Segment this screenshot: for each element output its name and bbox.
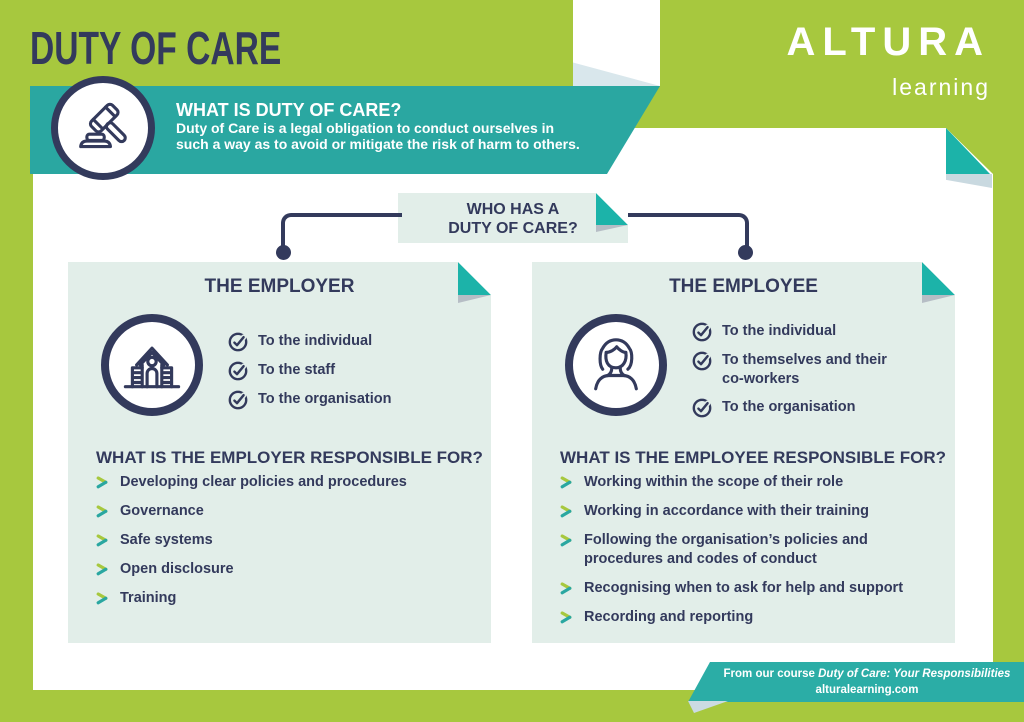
connector-dot-right <box>738 245 753 260</box>
chevron-bullet-icon <box>96 475 111 490</box>
employee-responsibility-list: Working within the scope of their role W… <box>560 473 936 627</box>
responsibility-item: Safe systems <box>96 531 407 550</box>
footer-course-line: From our course Duty of Care: Your Respo… <box>714 666 1020 682</box>
responsibility-label: Recording and reporting <box>584 609 754 625</box>
connector-left <box>281 213 402 253</box>
responsibility-label: Following the organisation’s policies an… <box>584 532 868 567</box>
duty-item: To the organisation <box>228 390 391 410</box>
intro-heading: WHAT IS DUTY OF CARE? <box>176 100 402 120</box>
employer-responsibility-list: Developing clear policies and procedures… <box>96 473 407 608</box>
chevron-bullet-icon <box>96 504 111 519</box>
footer-course-prefix: From our course <box>723 668 819 680</box>
chevron-bullet-icon <box>560 581 575 596</box>
question-line-1: WHO HAS A <box>466 201 560 218</box>
building-icon <box>117 330 187 400</box>
ribbon-fold <box>573 62 660 86</box>
employee-responsible-heading: WHAT IS THE EMPLOYEE RESPONSIBLE FOR? <box>560 448 946 467</box>
page-title: DUTY OF CARE <box>30 22 282 74</box>
responsibility-item: Recording and reporting <box>560 608 936 627</box>
check-circle-icon <box>228 361 248 381</box>
duty-item: To the staff <box>228 361 391 381</box>
responsibility-item: Governance <box>96 502 407 521</box>
footer-fold <box>688 701 728 713</box>
duty-label: To the organisation <box>258 391 392 407</box>
responsibility-label: Open disclosure <box>120 561 234 577</box>
duty-label: To the individual <box>722 323 837 339</box>
employee-avatar <box>565 314 667 416</box>
responsibility-label: Training <box>120 590 177 606</box>
responsibility-item: Training <box>96 589 407 608</box>
duty-item: To the organisation <box>692 398 902 418</box>
check-circle-icon <box>228 390 248 410</box>
intro-body-line: such a way as to avoid or mitigate the r… <box>176 136 580 152</box>
responsibility-label: Safe systems <box>120 532 213 548</box>
responsibility-label: Recognising when to ask for help and sup… <box>584 580 904 596</box>
connector-right <box>628 213 749 253</box>
duty-label: To the staff <box>258 362 336 378</box>
chevron-bullet-icon <box>560 533 575 548</box>
employee-card-title: THE EMPLOYEE <box>669 276 818 297</box>
duty-item: To the individual <box>228 332 391 352</box>
employer-duty-list: To the individual To the staff <box>228 332 391 410</box>
check-circle-icon <box>692 351 712 371</box>
chevron-bullet-icon <box>96 562 111 577</box>
chevron-bullet-icon <box>96 533 111 548</box>
page-curl-shadow <box>922 295 955 303</box>
employer-card-title: THE EMPLOYER <box>204 276 355 297</box>
page-curl-shadow <box>596 225 628 232</box>
employee-card: THE EMPLOYEE <box>532 262 955 643</box>
brand-logo: ALTURA <box>786 20 990 64</box>
check-circle-icon <box>692 398 712 418</box>
chevron-bullet-icon <box>560 610 575 625</box>
footer-band: From our course Duty of Care: Your Respo… <box>688 662 1024 702</box>
responsibility-label: Developing clear policies and procedures <box>120 474 407 490</box>
responsibility-item: Recognising when to ask for help and sup… <box>560 579 936 598</box>
footer-course-title: Duty of Care: Your Responsibilities <box>818 668 1011 680</box>
responsibility-item: Developing clear policies and procedures <box>96 473 407 492</box>
check-circle-icon <box>228 332 248 352</box>
employer-responsible-heading: WHAT IS THE EMPLOYER RESPONSIBLE FOR? <box>96 448 483 467</box>
responsibility-item: Open disclosure <box>96 560 407 579</box>
responsibility-label: Working within the scope of their role <box>584 474 844 490</box>
intro-body-line: Duty of Care is a legal obligation to co… <box>176 120 555 136</box>
chevron-bullet-icon <box>560 504 575 519</box>
footer-website: alturalearning.com <box>815 684 919 696</box>
page-curl-shadow <box>458 295 491 303</box>
duty-label: To themselves and their co-workers <box>722 352 887 387</box>
person-icon <box>581 330 651 400</box>
ribbon <box>573 0 660 86</box>
chevron-bullet-icon <box>560 475 575 490</box>
gavel-badge <box>51 76 155 180</box>
duty-item: To the individual <box>692 322 902 342</box>
intro-body: Duty of Care is a legal obligation to co… <box>176 120 660 152</box>
duty-label: To the organisation <box>722 399 856 415</box>
check-circle-icon <box>692 322 712 342</box>
brand-tagline: learning <box>892 74 990 100</box>
responsibility-item: Working within the scope of their role <box>560 473 936 492</box>
gavel-icon <box>79 102 127 149</box>
responsibility-item: Working in accordance with their trainin… <box>560 502 936 521</box>
connector-dot-left <box>276 245 291 260</box>
chevron-bullet-icon <box>96 591 111 606</box>
responsibility-item: Following the organisation’s policies an… <box>560 531 936 569</box>
employer-avatar <box>101 314 203 416</box>
responsibility-label: Working in accordance with their trainin… <box>584 503 869 519</box>
question-box: WHO HAS A DUTY OF CARE? <box>398 193 628 243</box>
question-line-2: DUTY OF CARE? <box>448 220 578 237</box>
employer-card: THE EMPLOYER <box>68 262 491 643</box>
duty-label: To the individual <box>258 333 373 349</box>
responsibility-label: Governance <box>120 503 204 519</box>
duty-item: To themselves and their co-workers <box>692 351 902 389</box>
employee-duty-list: To the individual To themselves and thei… <box>692 322 902 418</box>
